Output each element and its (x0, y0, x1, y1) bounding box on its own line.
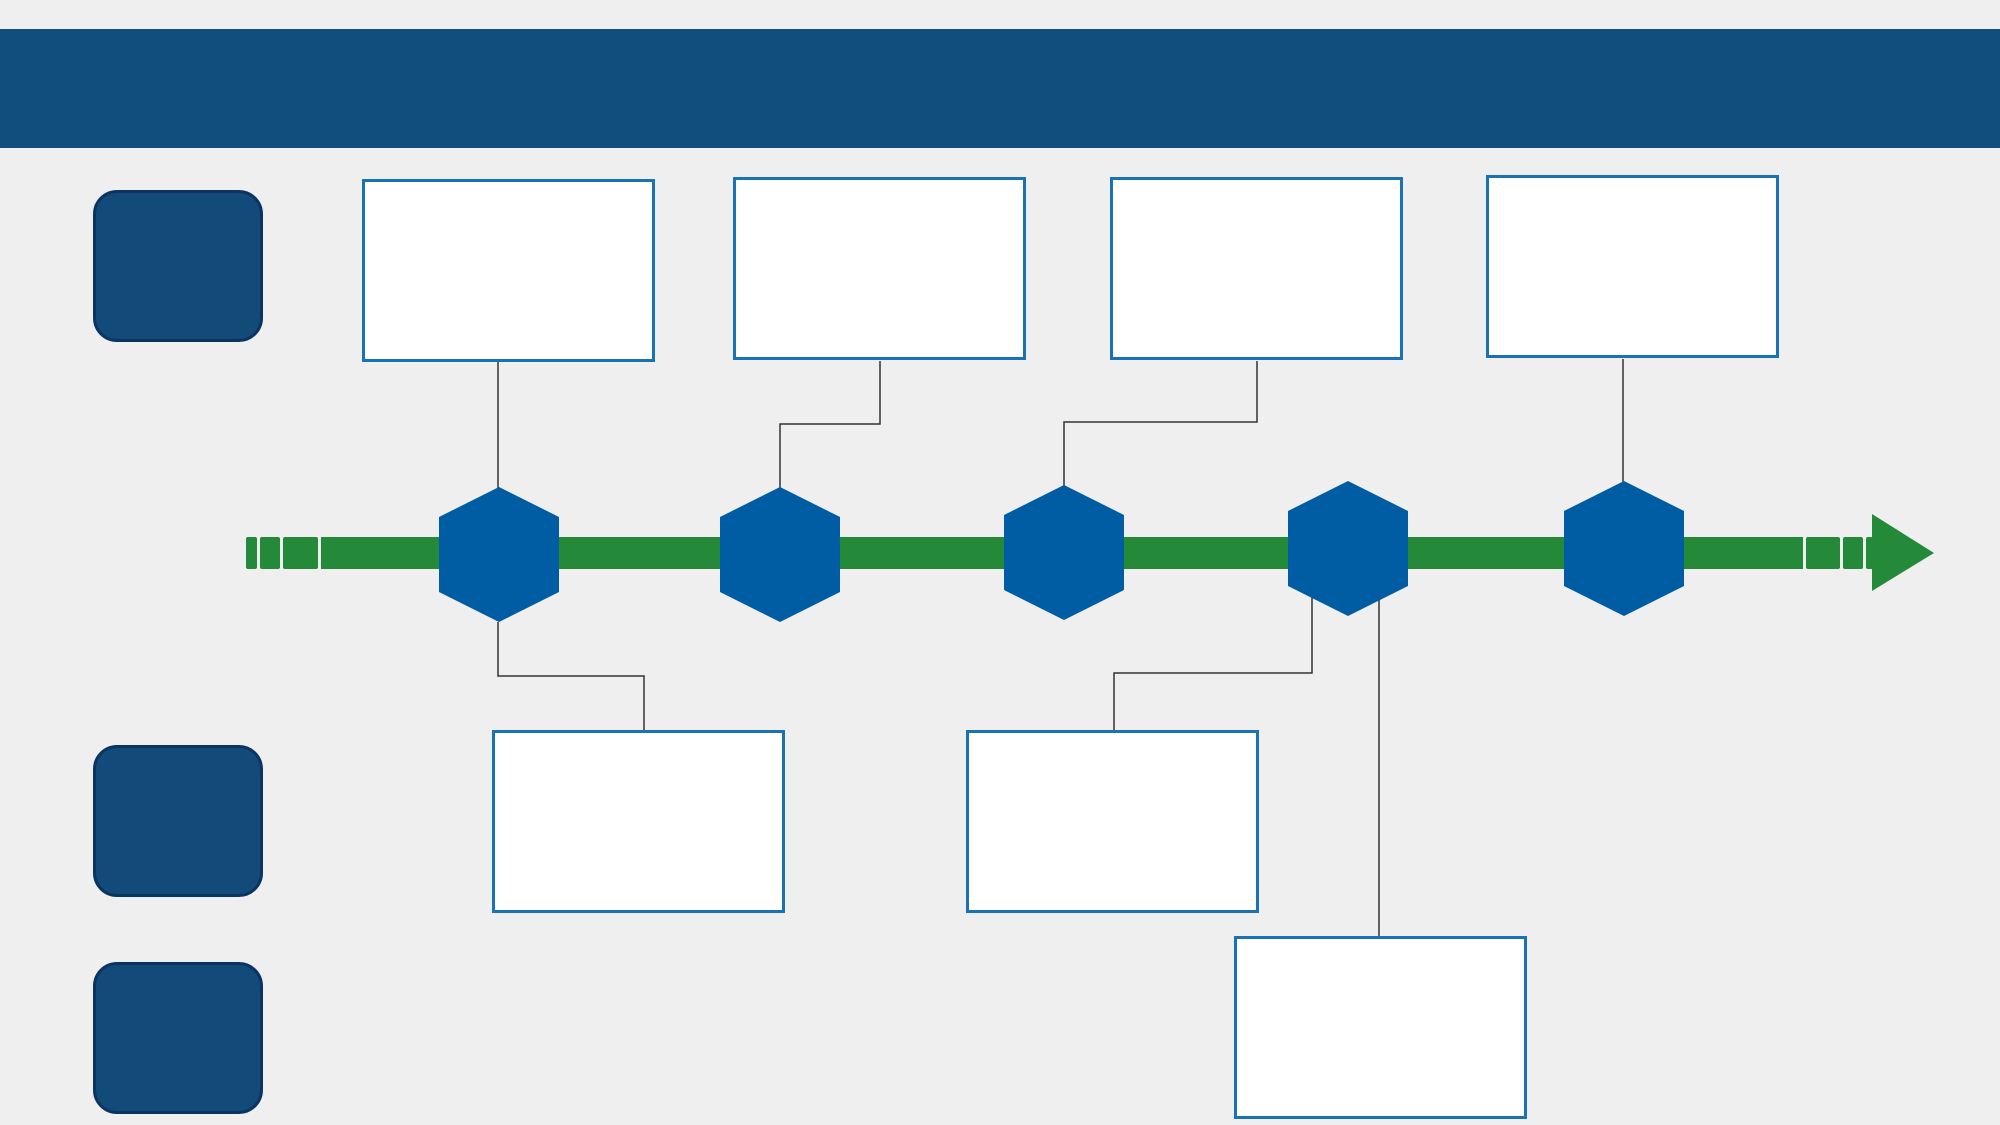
event-box-bottom-2[interactable] (966, 730, 1259, 913)
event-box-top-2[interactable] (733, 177, 1026, 360)
event-box-bottom-1[interactable] (492, 730, 785, 913)
event-box-top-3[interactable] (1110, 177, 1403, 360)
connector-2 (779, 361, 881, 488)
milestone-hexagon-3[interactable] (1004, 485, 1124, 620)
connector-lines (497, 359, 1624, 938)
connector-3 (1063, 361, 1258, 486)
timeline-tick (283, 537, 318, 569)
connector-6 (1113, 596, 1313, 732)
milestone-hexagon-4[interactable] (1288, 481, 1408, 616)
timeline-tick (246, 537, 257, 569)
row-label-3[interactable] (93, 962, 263, 1114)
timeline-tick (1843, 537, 1863, 569)
milestones (439, 481, 1684, 622)
header-band (0, 29, 2000, 148)
connector-5 (497, 622, 645, 732)
row-label-1[interactable] (93, 190, 263, 342)
timeline-tick (1806, 537, 1840, 569)
event-box-top-4[interactable] (1486, 175, 1779, 358)
timeline-tick (1866, 537, 1873, 569)
row-label-2[interactable] (93, 745, 263, 897)
timeline-tick (260, 537, 280, 569)
event-box-top-1[interactable] (362, 179, 655, 362)
milestone-hexagon-1[interactable] (439, 487, 559, 622)
event-box-bottom-3[interactable] (1234, 936, 1527, 1119)
timeline-arrowhead (1872, 514, 1934, 591)
milestone-hexagon-5[interactable] (1564, 481, 1684, 616)
milestone-hexagon-2[interactable] (720, 487, 840, 622)
